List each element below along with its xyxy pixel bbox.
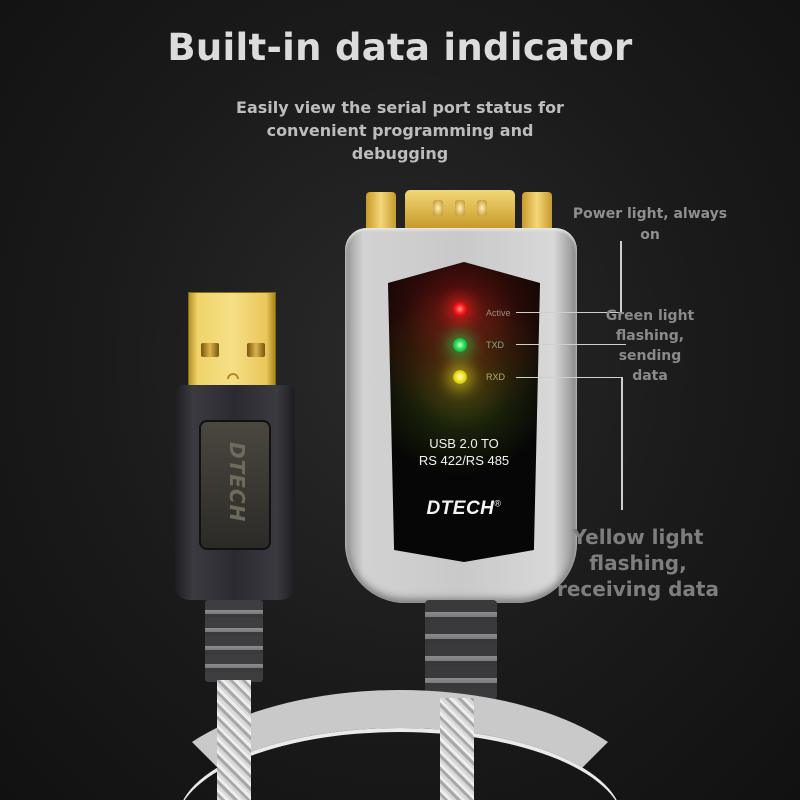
usb-metal-shell bbox=[188, 292, 276, 392]
adapter-strain-relief bbox=[425, 600, 497, 700]
usb-strain-relief bbox=[205, 600, 263, 682]
registered-mark: ® bbox=[494, 498, 502, 509]
db9-shell bbox=[405, 190, 515, 228]
subtitle: Easily view the serial port status for c… bbox=[236, 98, 564, 163]
led-rxd-indicator bbox=[453, 370, 467, 384]
leader-line-power-horizontal bbox=[516, 312, 622, 313]
db9-pin bbox=[455, 200, 465, 216]
db9-pin bbox=[433, 200, 443, 216]
db9-screw-right bbox=[522, 192, 552, 228]
brand-logo: DTECH® bbox=[390, 498, 538, 520]
model-line-1: USB 2.0 TO bbox=[429, 436, 499, 451]
leader-line-power-vertical bbox=[620, 241, 622, 313]
leader-line-green bbox=[516, 344, 626, 345]
led-label-txd: TXD bbox=[486, 340, 504, 350]
usb-dimple bbox=[227, 373, 239, 379]
led-txd-indicator bbox=[453, 338, 467, 352]
usb-plug-label-panel: DTECH bbox=[199, 420, 271, 550]
callout-green-light: Green light flashing, sending data bbox=[605, 308, 695, 384]
page-title: Built-in data indicator bbox=[167, 26, 633, 69]
usb-hole bbox=[247, 343, 265, 357]
adapter-cable bbox=[440, 698, 474, 800]
leader-line-yellow-vertical bbox=[621, 377, 623, 510]
usb-hole bbox=[201, 343, 219, 357]
usb-plug-body: DTECH bbox=[175, 385, 295, 600]
model-line-2: RS 422/RS 485 bbox=[418, 453, 510, 468]
brand-name: DTECH bbox=[426, 498, 495, 519]
db9-pin bbox=[477, 200, 487, 216]
led-label-active: Active bbox=[486, 308, 511, 318]
usb-cable bbox=[217, 680, 251, 800]
leader-line-yellow-horizontal bbox=[516, 377, 622, 378]
db9-screw-left bbox=[366, 192, 396, 228]
usb-plug-logo: DTECH bbox=[225, 442, 249, 523]
model-text: USB 2.0 TO RS 422/RS 485 bbox=[388, 435, 540, 469]
led-label-rxd: RXD bbox=[486, 372, 506, 382]
callout-power-light: Power light, always on bbox=[572, 206, 728, 243]
callout-yellow-light: Yellow light flashing, receiving data bbox=[557, 525, 719, 601]
led-active-indicator bbox=[453, 302, 467, 316]
